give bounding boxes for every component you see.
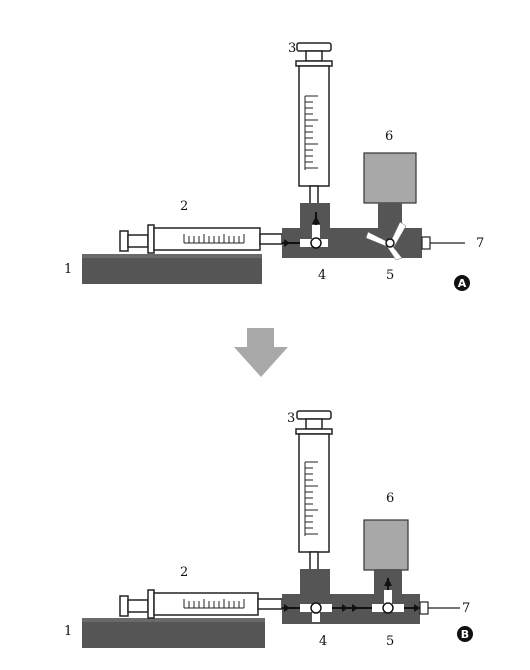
- valve-left: [282, 569, 348, 624]
- valve-right: [348, 519, 460, 624]
- reservoir: [363, 152, 417, 204]
- label-pump: 1: [64, 262, 72, 277]
- horizontal-syringe: [119, 589, 283, 619]
- panel-badge-a-label: A: [458, 277, 467, 290]
- valve-right: [350, 152, 465, 261]
- label-horizontal-syringe: 2: [180, 565, 188, 580]
- vertical-syringe: [295, 410, 333, 571]
- label-valve-right: 5: [386, 634, 394, 649]
- vertical-syringe: [295, 42, 333, 205]
- label-pump: 1: [64, 624, 72, 639]
- pump-base: [82, 254, 262, 284]
- panel-badge-b: [457, 626, 473, 642]
- label-valve-right: 5: [386, 268, 394, 283]
- pump-base: [82, 618, 265, 648]
- label-vertical-syringe: 3: [288, 41, 296, 56]
- reservoir: [363, 519, 409, 571]
- label-vertical-syringe: 3: [287, 411, 295, 426]
- transition-arrow: [234, 328, 288, 377]
- panel-b: B 1 2 3 4 5 6 7: [64, 410, 473, 649]
- label-reservoir: 6: [385, 129, 393, 144]
- label-valve-left: 4: [318, 268, 326, 283]
- panel-a: A 1 2 3 4 5 6 7: [64, 41, 484, 291]
- label-outlet: 7: [476, 236, 484, 251]
- label-valve-left: 4: [319, 634, 327, 649]
- label-horizontal-syringe: 2: [180, 199, 188, 214]
- panel-badge-b-label: B: [461, 628, 469, 641]
- panel-badge-a: [454, 275, 470, 291]
- valve-left: [282, 203, 350, 258]
- label-outlet: 7: [462, 601, 470, 616]
- horizontal-syringe: [119, 224, 283, 254]
- label-reservoir: 6: [386, 491, 394, 506]
